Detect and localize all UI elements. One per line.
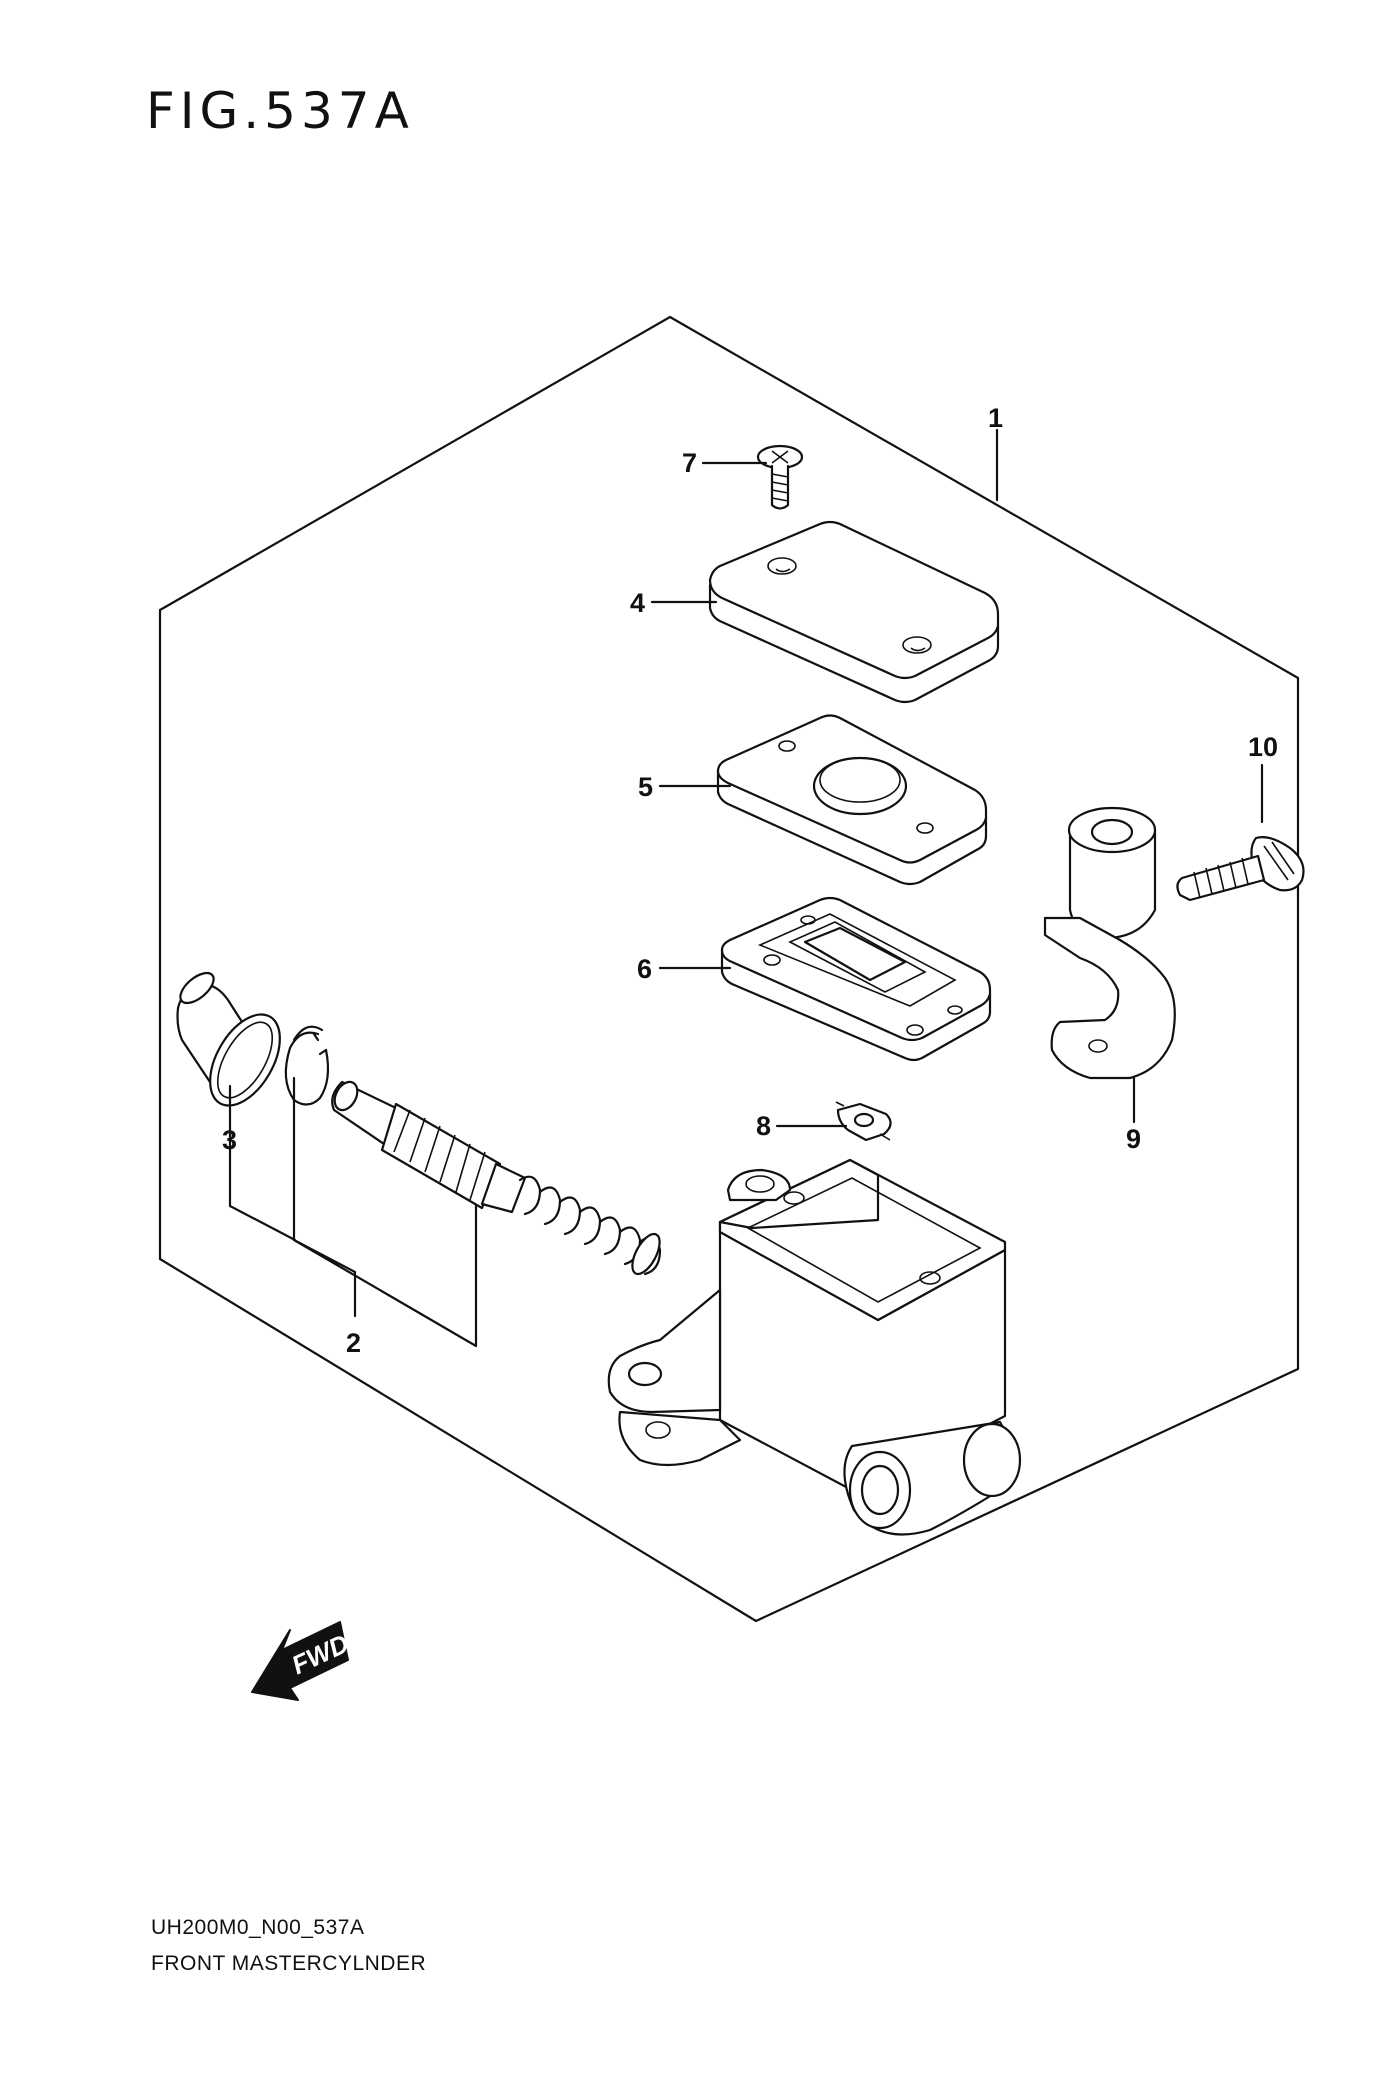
part-10-bolt-icon xyxy=(1176,836,1305,902)
part-9-clamp-icon xyxy=(1043,806,1176,1080)
callout-10: 10 xyxy=(1248,732,1278,762)
fwd-arrow-icon: FWD xyxy=(251,1621,353,1701)
part-6-diaphragm-icon xyxy=(720,896,992,1062)
piston-assembly-icon xyxy=(331,1080,662,1276)
callout-3: 3 xyxy=(222,1125,237,1155)
part-5-plate-icon xyxy=(716,714,988,886)
leader-2-bracket xyxy=(292,1203,478,1348)
callout-5: 5 xyxy=(638,772,653,802)
circlip-icon xyxy=(284,1025,330,1106)
leader-3 xyxy=(228,1084,297,1242)
callout-9: 9 xyxy=(1126,1124,1141,1154)
callout-1: 1 xyxy=(988,403,1003,433)
callout-8: 8 xyxy=(756,1111,771,1141)
callout-2: 2 xyxy=(346,1328,361,1358)
figure-title: FIG.537A xyxy=(146,82,414,140)
part-7-screw-icon xyxy=(756,444,804,510)
part-3-boot-icon xyxy=(176,971,281,1107)
callout-6: 6 xyxy=(637,954,652,984)
drawing-code: UH200M0_N00_537A xyxy=(151,1916,365,1939)
callout-7: 7 xyxy=(682,448,697,478)
master-cylinder-body-icon xyxy=(607,1158,1022,1536)
drawing-name: FRONT MASTERCYLNDER xyxy=(151,1952,427,1975)
callout-4: 4 xyxy=(630,588,645,618)
part-8-clip-icon xyxy=(835,1101,892,1142)
leader-lines xyxy=(228,428,1264,1348)
kit-boundary xyxy=(158,315,1300,1623)
part-4-cap-icon xyxy=(708,520,1000,704)
